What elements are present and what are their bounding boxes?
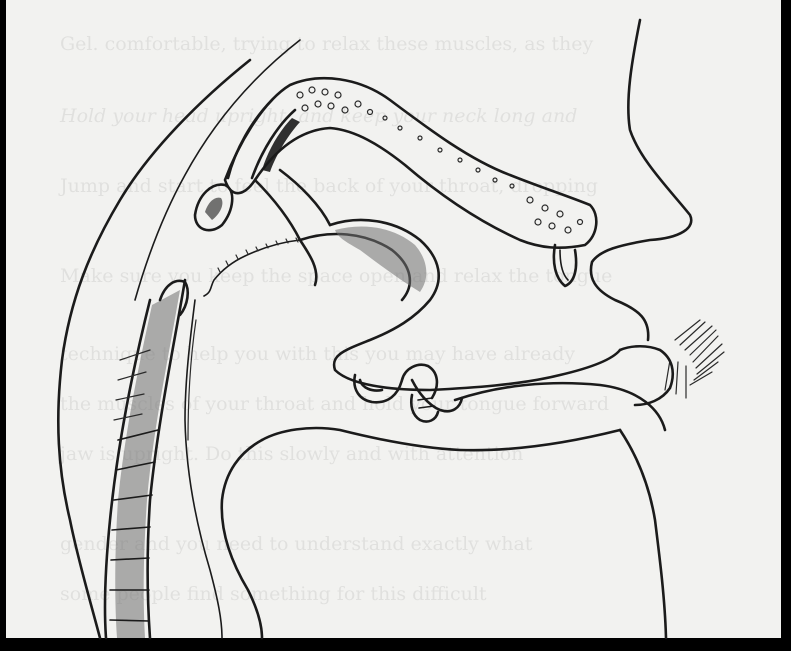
bleed-line-1: Gel. comfortable, trying to relax these …	[60, 33, 594, 55]
bleed-line-2: Hold your head upright, and keep your ne…	[59, 105, 577, 127]
